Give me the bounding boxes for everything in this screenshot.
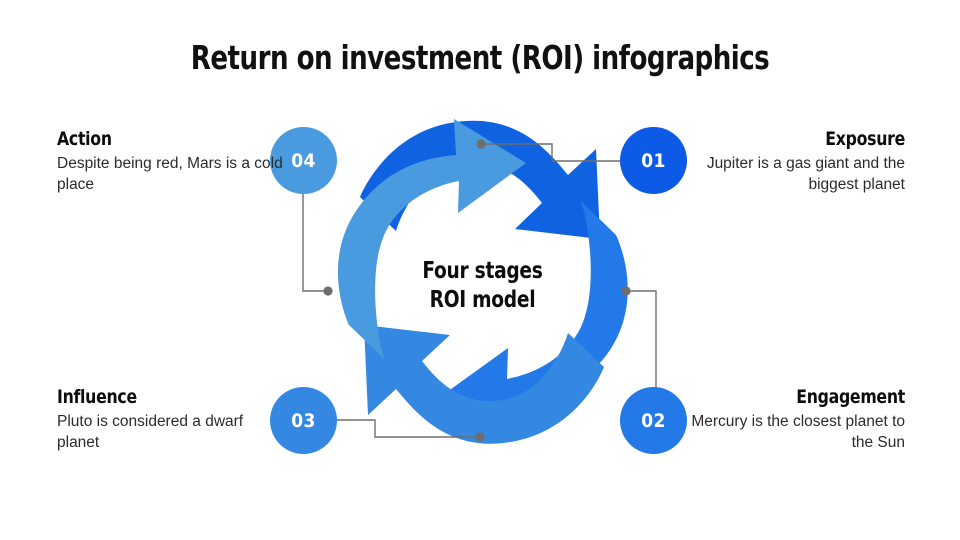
stage-text-influence: Influence Pluto is considered a dwarf pl… xyxy=(57,386,287,453)
stage-text-exposure: Exposure Jupiter is a gas giant and the … xyxy=(673,128,905,195)
stage-title-exposure: Exposure xyxy=(825,128,905,150)
stage-number-01: 01 xyxy=(641,149,666,172)
stage-body-exposure: Jupiter is a gas giant and the biggest p… xyxy=(706,155,905,193)
arrow-right xyxy=(440,201,628,441)
stage-text-engagement: Engagement Mercury is the closest planet… xyxy=(673,386,905,453)
stage-title-engagement: Engagement xyxy=(796,386,905,408)
arrow-left xyxy=(337,119,526,359)
stage-body-influence: Pluto is considered a dwarf planet xyxy=(57,413,244,451)
stage-number-04: 04 xyxy=(291,149,316,172)
stage-circle-04[interactable]: 04 xyxy=(270,127,337,194)
stage-number-02: 02 xyxy=(641,409,666,432)
stage-body-engagement: Mercury is the closest planet to the Sun xyxy=(691,413,905,451)
center-label: Four stages ROI model xyxy=(375,257,590,315)
center-label-line1: Four stages xyxy=(422,258,543,284)
stage-circle-01[interactable]: 01 xyxy=(620,127,687,194)
arrow-bottom xyxy=(364,325,604,444)
stage-text-action: Action Despite being red, Mars is a cold… xyxy=(57,128,287,195)
stage-circle-02[interactable]: 02 xyxy=(620,387,687,454)
center-label-line2: ROI model xyxy=(429,287,536,313)
page-title: Return on investment (ROI) infographics xyxy=(190,38,770,77)
stage-body-action: Despite being red, Mars is a cold place xyxy=(57,155,283,193)
stage-circle-03[interactable]: 03 xyxy=(270,387,337,454)
stage-title-influence: Influence xyxy=(57,386,137,408)
stage-number-03: 03 xyxy=(291,409,316,432)
stage-title-action: Action xyxy=(57,128,112,150)
